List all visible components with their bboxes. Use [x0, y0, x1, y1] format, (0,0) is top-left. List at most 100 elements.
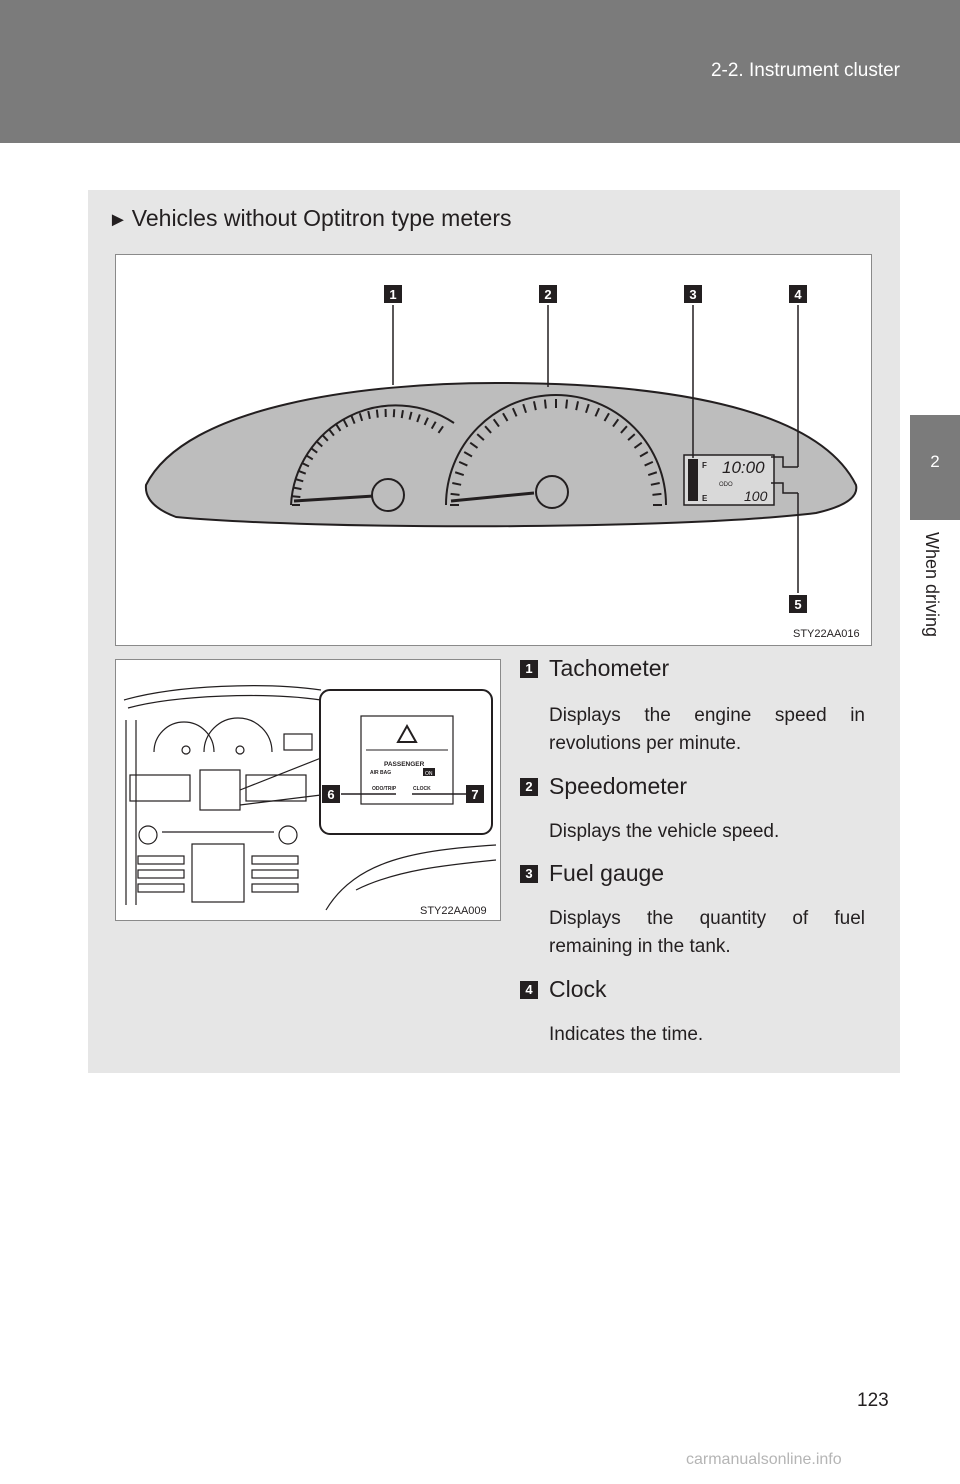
- page-number: 123: [857, 1390, 889, 1411]
- gauge-tick: [575, 401, 580, 411]
- gauge-tick: [452, 481, 462, 486]
- item-description: Indicates the time.: [549, 1024, 704, 1045]
- dashboard-figure: PASSENGER AIR BAG ON ODO/TRIP CLOCK 6 7 …: [115, 659, 501, 921]
- gauge-tick: [650, 481, 660, 486]
- gauge-tick: [484, 425, 492, 434]
- gauge-tick: [463, 451, 473, 458]
- gauge-tick: [310, 447, 318, 454]
- cluster-housing: [144, 381, 858, 528]
- gauge-tick: [375, 409, 379, 418]
- hazard-icon: [396, 723, 418, 743]
- gauge-tick: [301, 461, 310, 468]
- odometer-display: 100: [744, 488, 768, 504]
- dashboard-outline: [123, 685, 497, 911]
- svg-text:5: 5: [794, 597, 801, 612]
- button-inset: [319, 689, 493, 835]
- gauge-tick: [565, 399, 569, 409]
- item-title: Fuel gauge: [549, 860, 665, 886]
- gauge-tick: [292, 495, 301, 499]
- callout-6: 6: [322, 785, 340, 803]
- gauge-tick: [492, 418, 500, 428]
- gauge-tick: [511, 407, 518, 417]
- gauge-tick: [400, 410, 404, 419]
- gauge-tick: [295, 478, 304, 483]
- svg-text:6: 6: [327, 787, 334, 802]
- item-description: Displays the engine speed in revolutions…: [549, 705, 865, 754]
- airbag-label: AIR BAG: [370, 770, 391, 776]
- gauge-tick: [639, 451, 649, 458]
- svg-text:4: 4: [794, 287, 802, 302]
- gauge-tick: [315, 440, 323, 448]
- gauge-tick: [423, 417, 429, 426]
- svg-text:1: 1: [389, 287, 396, 302]
- airbag-on-label: ON: [425, 771, 433, 777]
- callout-5: 5: [789, 595, 807, 613]
- gauge-tick: [469, 441, 479, 449]
- panel-heading-text: Vehicles without Optitron type meters: [131, 205, 512, 231]
- gauge-tick: [585, 403, 590, 414]
- chapter-title: When driving: [922, 532, 942, 638]
- passenger-label: PASSENGER: [384, 761, 425, 768]
- gauge-tick: [532, 401, 537, 411]
- gauge-tick: [350, 415, 356, 424]
- callout-lines: [392, 305, 799, 593]
- gauge-tick: [476, 433, 485, 441]
- gauge-tick: [342, 419, 349, 428]
- gauge-tick: [620, 425, 628, 434]
- gauge-tick: [627, 433, 636, 441]
- instrument-cluster-figure: F E 10:00 ODO 100 1 2 3 4 5 STY22AA016: [115, 254, 872, 646]
- gauge-tick: [321, 434, 329, 442]
- watermark: carmanualsonline.info: [686, 1451, 842, 1468]
- svg-text:3: 3: [689, 287, 696, 302]
- gauge-tick: [458, 460, 468, 467]
- chapter-tab: [910, 415, 960, 520]
- gauge-tick: [603, 412, 610, 422]
- callout-2: 2: [539, 285, 557, 303]
- triangle-bullet-icon: ►: [108, 209, 128, 231]
- gauge-tick: [293, 486, 302, 491]
- svg-text:7: 7: [471, 787, 478, 802]
- gauge-tick: [450, 492, 460, 496]
- item-number-badge: 3: [520, 865, 538, 883]
- callout-1: 1: [384, 285, 402, 303]
- gauge-tick: [644, 460, 654, 467]
- gauge-tick: [647, 471, 658, 476]
- gauge-tick: [416, 414, 421, 423]
- tachometer-gauge: [290, 404, 455, 512]
- gauge-tick: [454, 471, 465, 476]
- panel-heading: ►Vehicles without Optitron type meters: [108, 205, 511, 232]
- chapter-title-vertical: When driving: [918, 532, 944, 662]
- fuel-empty-mark: E: [702, 494, 708, 503]
- gauge-tick: [305, 454, 314, 461]
- figure-code: STY22AA016: [793, 628, 860, 640]
- clock-label: CLOCK: [413, 786, 431, 792]
- item-description: Displays the vehicle speed.: [549, 821, 780, 842]
- item-number-badge: 4: [520, 981, 538, 999]
- item-number-badge: 2: [520, 778, 538, 796]
- figure-code: STY22AA009: [420, 905, 487, 917]
- gauge-tick: [328, 428, 335, 437]
- clock-display: 10:00: [722, 458, 765, 477]
- gauge-tick: [437, 425, 444, 434]
- fuel-full-mark: F: [702, 461, 707, 470]
- item-title: Tachometer: [549, 655, 670, 681]
- cluster-illustration: F E 10:00 ODO 100 1 2 3 4 5: [144, 285, 858, 613]
- gauge-tick: [367, 410, 371, 420]
- gauge-tick: [652, 492, 662, 496]
- gauge-tick: [408, 411, 413, 420]
- gauge-tick: [502, 412, 509, 422]
- gauge-tick: [522, 403, 527, 414]
- odo-label: ODO: [719, 482, 733, 488]
- gauge-tick: [430, 421, 437, 430]
- lcd-display: F E 10:00 ODO 100: [683, 454, 775, 506]
- callout-4: 4: [789, 285, 807, 303]
- gauge-tick: [633, 441, 643, 449]
- svg-text:2: 2: [544, 287, 551, 302]
- item-number-badge: 1: [520, 660, 538, 678]
- gauge-tick: [297, 469, 307, 475]
- gauge-tick: [543, 399, 547, 409]
- item-description: Displays the quantity of fuel remaining …: [549, 908, 865, 957]
- callout-7: 7: [466, 785, 484, 803]
- gauge-tick: [612, 418, 620, 428]
- item-title: Speedometer: [549, 773, 688, 799]
